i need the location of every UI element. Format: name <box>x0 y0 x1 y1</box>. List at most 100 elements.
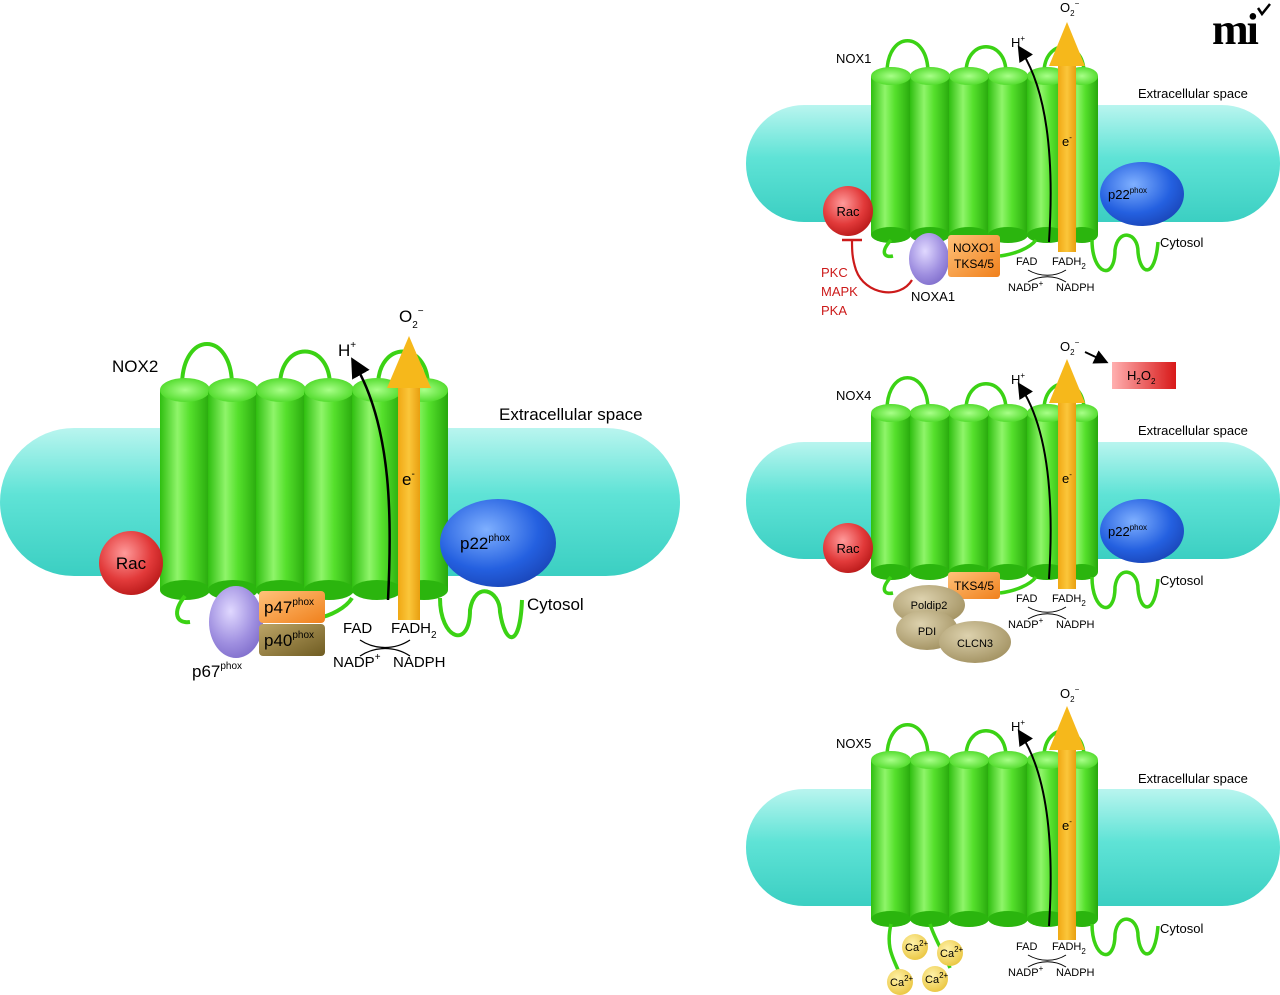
nox1-noxo1-tks45 <box>948 235 1000 277</box>
nox1-fad-label: FAD <box>1016 256 1037 268</box>
nox5-calcium-2 <box>937 940 963 966</box>
nox1-cytosol-label: Cytosol <box>1160 235 1203 250</box>
nox4-nadp-label: NADP+ <box>1008 616 1044 631</box>
nox4-rac-label: Rac <box>836 541 860 556</box>
nox4-title: NOX4 <box>836 388 871 403</box>
nox1-noxo1-label: NOXO1 <box>953 241 995 255</box>
nox2-title: NOX2 <box>112 357 158 376</box>
nox1-tks45-label: TKS4/5 <box>954 257 994 271</box>
nox4-extracellular-label: Extracellular space <box>1138 423 1248 438</box>
nox5-electron-arrow <box>1049 706 1085 940</box>
nox4-cytosolic-tails <box>882 570 1160 610</box>
nox4-transmembrane-helices <box>871 404 1098 580</box>
nox4-h2o2-box <box>1112 362 1176 389</box>
nox4-h2o2-arrow <box>1084 350 1109 364</box>
nox1-rac <box>823 186 873 236</box>
nox2-redox-cross <box>359 639 411 657</box>
nox4-electron-arrow <box>1049 359 1085 589</box>
nox1-title: NOX1 <box>836 51 871 66</box>
nox5-redox-cross <box>1027 954 1067 968</box>
nox5-fad-label: FAD <box>1016 941 1037 953</box>
nox2-p47phox <box>259 591 325 623</box>
nox4-panel: e- O2− H2O2 H+ NOX4 Extracellular space … <box>746 338 1280 663</box>
nox4-poldip2-label: Poldip2 <box>911 600 948 612</box>
nox4-cytosol-label: Cytosol <box>1160 573 1203 588</box>
nox2-fad-label: FAD <box>343 620 372 637</box>
nox2-p22phox-label: p22phox <box>460 533 510 553</box>
nox2-panel: e- O2− H+ NOX2 Extracellular space Cytos… <box>0 306 680 681</box>
nox5-nadp-label: NADP+ <box>1008 964 1044 979</box>
nox2-proton-arrow <box>351 357 391 601</box>
nox5-fadh2-label: FADH2 <box>1052 941 1086 956</box>
nox4-p22phox <box>1100 499 1184 563</box>
nox1-inhibition-arrow <box>850 239 913 294</box>
nox1-p22phox-label: p22phox <box>1108 186 1147 202</box>
nox1-rac-label: Rac <box>836 204 860 219</box>
nox2-rac <box>99 531 163 595</box>
nox4-redox-cross <box>1027 606 1067 620</box>
nox4-h2o2-label: H2O2 <box>1127 368 1156 386</box>
nox4-clcn3-label: CLCN3 <box>957 638 993 650</box>
nox4-proton-arrow <box>1017 382 1052 580</box>
nox4-fad-label: FAD <box>1016 593 1037 605</box>
nox2-proton-label: H+ <box>338 340 356 360</box>
nox1-proton-label: H+ <box>1011 34 1025 50</box>
nox1-panel: e- O2− H+ NOX1 Extracellular space Cytos… <box>746 0 1280 318</box>
nox1-nadph-label: NADPH <box>1056 282 1095 294</box>
nox1-kinase-mapk: MAPK <box>821 284 858 299</box>
nox2-extracellular-label: Extracellular space <box>499 405 643 424</box>
mi-logo-check-icon <box>1256 3 1271 17</box>
nox1-noxa1-label: NOXA1 <box>911 289 955 304</box>
nox4-electron-label: e- <box>1062 470 1072 486</box>
nox4-rac <box>823 523 873 573</box>
nox2-rac-label: Rac <box>116 554 147 573</box>
nox5-title: NOX5 <box>836 736 871 751</box>
nox2-transmembrane-helices <box>160 378 448 600</box>
nox4-p22phox-label: p22phox <box>1108 523 1147 539</box>
nox4-pdi-label: PDI <box>918 626 936 638</box>
nox1-p22phox <box>1100 162 1184 226</box>
nox2-fadh2-label: FADH2 <box>391 620 437 641</box>
nox5-proton-arrow <box>1017 729 1052 927</box>
nox2-superoxide-label: O2− <box>399 306 424 331</box>
nox2-p40phox-label: p40phox <box>264 630 314 650</box>
mi-logo-text: mi <box>1212 5 1259 54</box>
nox5-calcium-2-label: Ca2+ <box>940 945 964 960</box>
nox5-nadph-label: NADPH <box>1056 967 1095 979</box>
nox4-superoxide-label: O2− <box>1060 338 1080 357</box>
nox4-proton-label: H+ <box>1011 371 1025 387</box>
nox5-calcium-ions: Ca2+ Ca2+ Ca2+ Ca2+ <box>887 934 964 995</box>
nox2-cytosol-label: Cytosol <box>527 595 584 614</box>
nox2-electron-arrow <box>387 336 431 620</box>
nox4-tks45 <box>948 572 1000 599</box>
nox1-extracellular-label: Extracellular space <box>1138 86 1248 101</box>
nox5-proton-label: H+ <box>1011 718 1025 734</box>
nox4-tks45-label: TKS4/5 <box>954 579 994 593</box>
nox1-fadh2-label: FADH2 <box>1052 256 1086 271</box>
nox1-cytosolic-tails <box>882 233 1160 273</box>
nox1-superoxide-label: O2− <box>1060 0 1080 18</box>
nox2-electron-label: e- <box>402 469 415 489</box>
nox5-calcium-3 <box>887 969 913 995</box>
nox1-proton-arrow <box>1017 45 1052 243</box>
nox1-kinase-pkc: PKC <box>821 265 848 280</box>
nox2-nadp-label: NADP+ <box>333 652 381 671</box>
nox1-transmembrane-helices <box>871 67 1098 243</box>
nox5-calcium-3-label: Ca2+ <box>890 974 914 989</box>
nox1-nadp-label: NADP+ <box>1008 279 1044 294</box>
nox5-cytosol-label: Cytosol <box>1160 921 1203 936</box>
nox5-calcium-1-label: Ca2+ <box>905 939 929 954</box>
nox2-p67phox <box>209 586 263 658</box>
nox5-calcium-1 <box>902 934 928 960</box>
nox5-calcium-4 <box>922 966 948 992</box>
nox2-p40phox <box>259 624 325 656</box>
nox5-electron-label: e- <box>1062 817 1072 833</box>
nox4-fadh2-label: FADH2 <box>1052 593 1086 608</box>
nox2-p22phox <box>440 499 556 587</box>
nox2-nadph-label: NADPH <box>393 654 446 671</box>
nox5-superoxide-label: O2− <box>1060 685 1080 704</box>
nox1-kinase-pka: PKA <box>821 303 847 318</box>
nox5-panel: e- O2− H+ NOX5 Extracellular space Cytos… <box>746 685 1280 995</box>
nox1-electron-arrow <box>1049 22 1085 252</box>
